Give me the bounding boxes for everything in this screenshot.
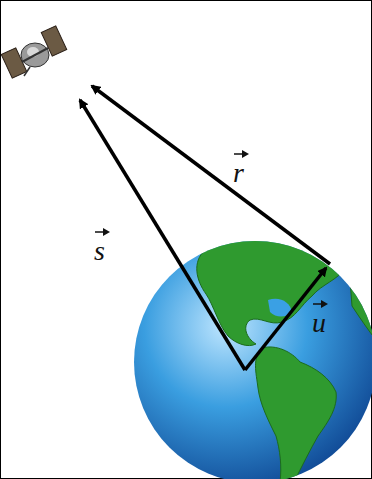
vector-label: s [94,228,105,265]
satellite-icon [1,26,66,78]
vector-label: u [312,300,326,337]
vector-overarrow [94,228,112,237]
vector-arrows [80,86,330,370]
vector-overarrow [233,150,251,159]
vector-overarrow [312,300,330,309]
vector-label: r [233,150,244,187]
continents [197,239,372,479]
